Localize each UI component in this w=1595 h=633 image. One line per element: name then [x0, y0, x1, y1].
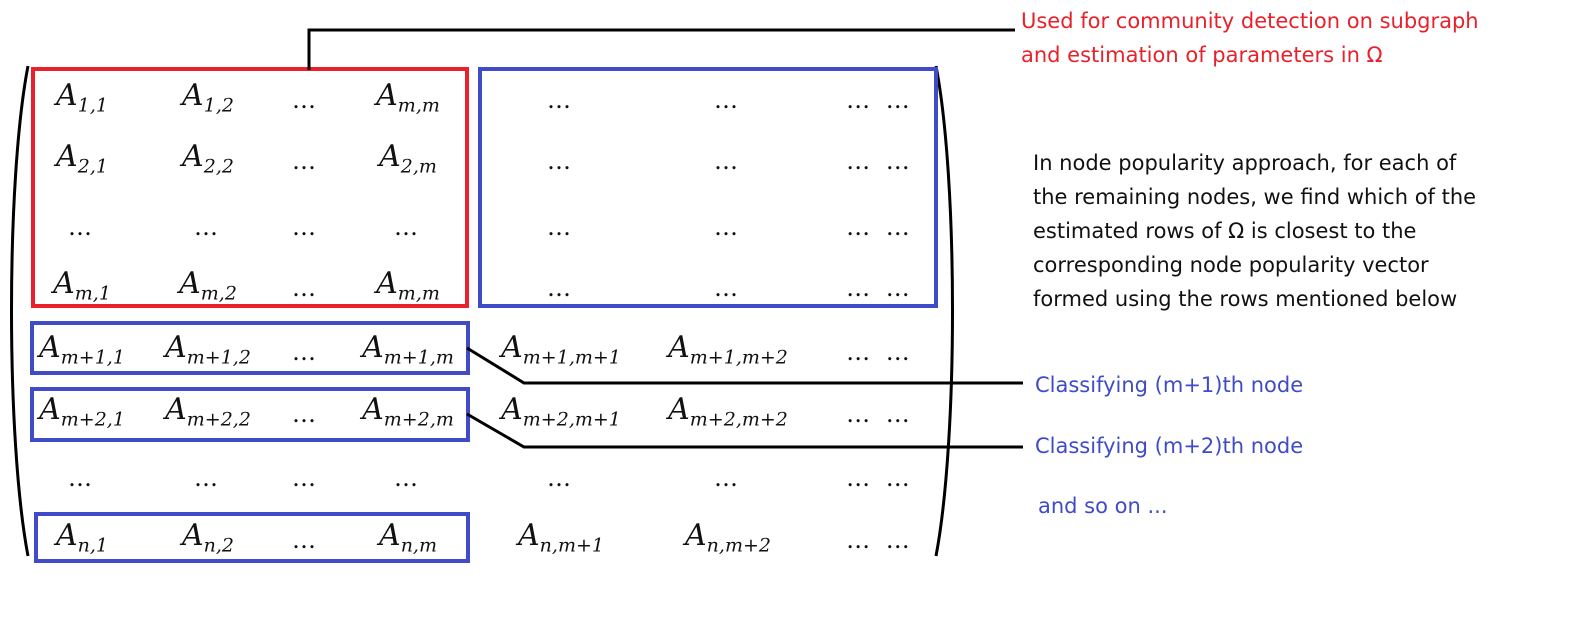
classify-m1-label: Classifying (m+1)th node: [1035, 373, 1304, 397]
matrix-entry-r2-c1: A2,1: [56, 139, 108, 178]
matrix-entry-r8-c1: An,1: [55, 518, 109, 557]
matrix-entry-r1-c4: Am,m: [376, 78, 440, 117]
matrix-entry-r8-c6: An,m+2: [685, 518, 771, 557]
matrix-entry-r6-c4: Am+2,m: [362, 392, 454, 431]
matrix-entry-r8-c4: An,m: [379, 518, 437, 557]
matrix-entry-r3-c6: …: [714, 213, 742, 241]
classify-m1-connector-line: [466, 346, 1023, 385]
blue-upper-right-box: [478, 67, 938, 308]
node-popularity-annotation: In node popularity approach, for each of…: [1033, 146, 1476, 316]
matrix-entry-r6-c2: Am+2,2: [165, 392, 251, 431]
blue-row-box-n: [34, 512, 470, 563]
and-so-on-label: and so on ...: [1038, 494, 1168, 518]
matrix-entry-r5-c3: …: [292, 338, 320, 366]
matrix-entry-r4-c5: …: [547, 274, 575, 302]
matrix-entry-r2-c3: …: [292, 147, 320, 175]
matrix-entry-r1-c5: …: [547, 86, 575, 114]
community-annotation: Used for community detection on subgraph…: [1021, 4, 1479, 72]
popularity-line-4: corresponding node popularity vector: [1033, 253, 1429, 277]
popularity-line-1: In node popularity approach, for each of: [1033, 151, 1457, 175]
matrix-entry-r6-c7: … …: [846, 400, 914, 428]
matrix-entry-r4-c6: …: [714, 274, 742, 302]
matrix-entry-r6-c5: Am+2,m+1: [501, 392, 621, 431]
matrix-entry-r2-c5: …: [547, 147, 575, 175]
matrix-entry-r3-c2: …: [194, 213, 222, 241]
matrix-entry-r4-c1: Am,1: [53, 266, 111, 305]
matrix-entry-r7-c6: …: [714, 464, 742, 492]
popularity-line-5: formed using the rows mentioned below: [1033, 287, 1458, 311]
matrix-entry-r2-c4: A2,m: [379, 139, 437, 178]
community-annotation-line-2: and estimation of parameters in Ω: [1021, 43, 1383, 67]
matrix-entry-r7-c7: … …: [846, 464, 914, 492]
matrix-entry-r2-c6: …: [714, 147, 742, 175]
matrix-entry-r3-c7: … …: [846, 213, 914, 241]
community-annotation-line-1: Used for community detection on subgraph: [1021, 9, 1479, 33]
matrix-entry-r7-c2: …: [194, 464, 222, 492]
matrix-entry-r1-c3: …: [292, 86, 320, 114]
matrix-entry-r8-c7: … …: [846, 526, 914, 554]
matrix-entry-r3-c5: …: [547, 213, 575, 241]
matrix-entry-r5-c6: Am+1,m+2: [668, 330, 788, 369]
matrix-entry-r1-c7: … …: [846, 86, 914, 114]
matrix-entry-r7-c1: …: [68, 464, 96, 492]
matrix-entry-r5-c4: Am+1,m: [362, 330, 454, 369]
matrix-entry-r5-c2: Am+1,2: [165, 330, 251, 369]
matrix-entry-r4-c7: … …: [846, 274, 914, 302]
classify-m2-connector-line: [466, 412, 1023, 449]
classify-m2-label: Classifying (m+2)th node: [1035, 434, 1304, 458]
matrix-entry-r6-c1: Am+2,1: [39, 392, 125, 431]
matrix-entry-r6-c3: …: [292, 400, 320, 428]
community-connector-line: [307, 28, 1015, 70]
matrix-entry-r1-c2: A1,2: [182, 78, 234, 117]
matrix-entry-r1-c1: A1,1: [56, 78, 108, 117]
matrix-entry-r5-c5: Am+1,m+1: [501, 330, 621, 369]
matrix-entry-r4-c2: Am,2: [179, 266, 237, 305]
matrix-entry-r3-c3: …: [292, 213, 320, 241]
popularity-line-3: estimated rows of Ω is closest to the: [1033, 219, 1417, 243]
matrix-entry-r8-c3: …: [292, 526, 320, 554]
matrix-entry-r2-c7: … …: [846, 147, 914, 175]
matrix-entry-r4-c4: Am,m: [376, 266, 440, 305]
matrix-entry-r5-c1: Am+1,1: [39, 330, 125, 369]
matrix-entry-r1-c6: …: [714, 86, 742, 114]
matrix-entry-r2-c2: A2,2: [182, 139, 234, 178]
red-submatrix-box: [31, 67, 469, 308]
matrix-entry-r6-c6: Am+2,m+2: [668, 392, 788, 431]
right-matrix-bracket: [934, 65, 954, 557]
matrix-entry-r7-c3: …: [292, 464, 320, 492]
matrix-entry-r3-c1: …: [68, 213, 96, 241]
popularity-line-2: the remaining nodes, we find which of th…: [1033, 185, 1477, 209]
matrix-entry-r8-c5: An,m+1: [518, 518, 604, 557]
matrix-entry-r4-c3: …: [292, 274, 320, 302]
matrix-entry-r3-c4: …: [394, 213, 422, 241]
left-matrix-bracket: [10, 65, 30, 557]
matrix-entry-r7-c4: …: [394, 464, 422, 492]
matrix-entry-r7-c5: …: [547, 464, 575, 492]
matrix-entry-r8-c2: An,2: [181, 518, 235, 557]
matrix-entry-r5-c7: … …: [846, 338, 914, 366]
